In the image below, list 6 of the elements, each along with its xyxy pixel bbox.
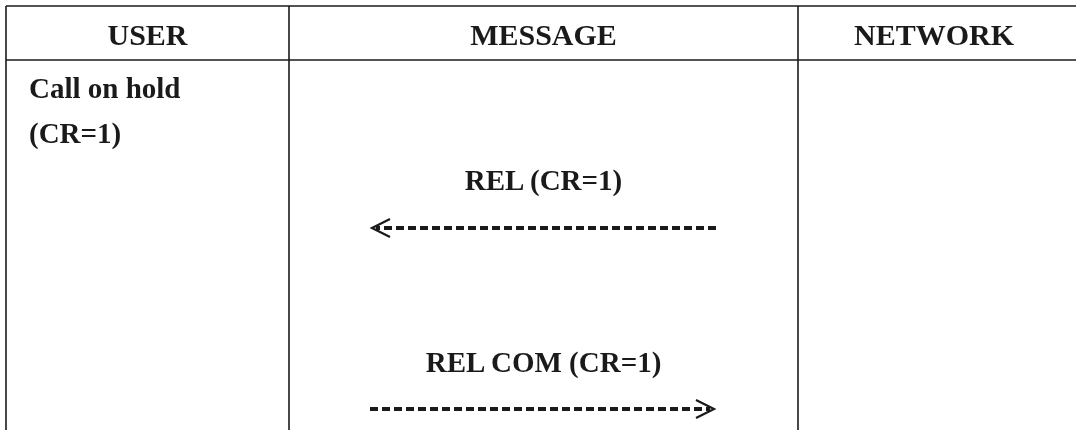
message-label: REL (CR=1): [463, 163, 624, 198]
column-header: MESSAGE: [469, 17, 618, 53]
cell-text: Call on hold (CR=1): [29, 71, 182, 151]
message-label: REL COM (CR=1): [424, 345, 663, 380]
column-header: USER: [106, 17, 189, 53]
column-header: NETWORK: [853, 17, 1015, 53]
